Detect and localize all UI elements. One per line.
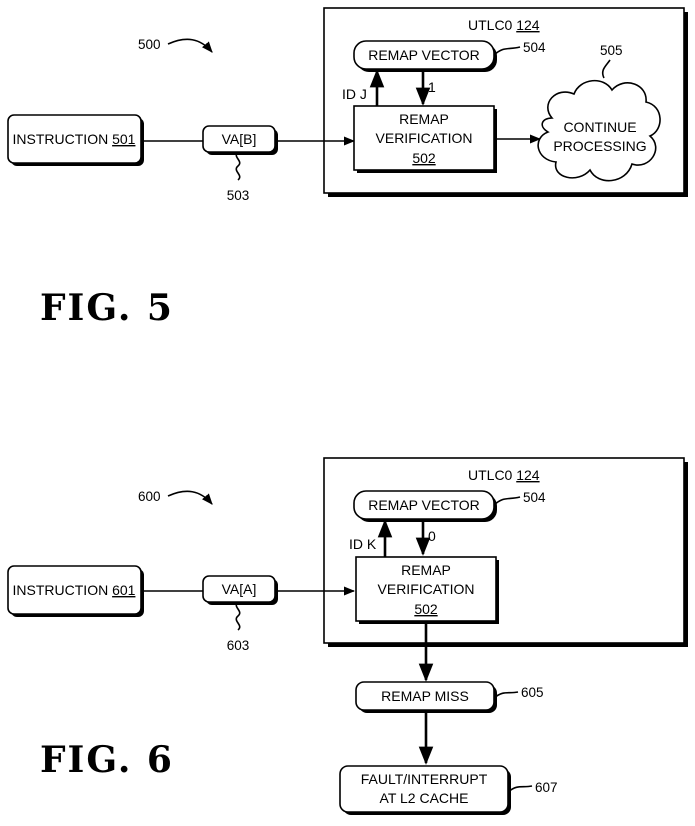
fig6-remap-miss-leader bbox=[493, 691, 519, 699]
fig6-va-ref-leader bbox=[235, 601, 241, 631]
fig5-utlc-label: UTLC0 124 bbox=[468, 17, 540, 33]
fig6-va-ref: 603 bbox=[227, 638, 250, 653]
fig5-instruction-box bbox=[7, 114, 142, 164]
fig6-fault-line1: FAULT/INTERRUPT bbox=[361, 771, 488, 787]
figure-5: 500 UTLC0 124 INSTRUCTION 501 VA[B] 503 … bbox=[7, 7, 688, 329]
fig5-cloud-line2: PROCESSING bbox=[553, 138, 646, 154]
fig5-cloud-shape bbox=[537, 79, 661, 182]
fig6-ref-600-arrow bbox=[167, 490, 213, 505]
fig6-utlc-label: UTLC0 124 bbox=[468, 467, 540, 483]
fig6-return-label: 0 bbox=[428, 528, 436, 544]
fig5-ref-500: 500 bbox=[138, 37, 161, 52]
fig6-verification-num: 502 bbox=[414, 601, 438, 617]
fig6-ref-600: 600 bbox=[138, 489, 161, 504]
fig5-return-label: 1 bbox=[428, 79, 436, 95]
fig5-verification-line1: REMAP bbox=[399, 111, 449, 127]
fig6-verification-line1: REMAP bbox=[401, 562, 451, 578]
fig5-instruction-label: INSTRUCTION 501 bbox=[13, 131, 136, 147]
fig6-fault-box bbox=[339, 765, 509, 813]
fig5-va-ref: 503 bbox=[227, 188, 250, 203]
fig6-instruction-box bbox=[7, 565, 142, 615]
fig5-verification-line2: VERIFICATION bbox=[376, 130, 473, 146]
fig5-ref-500-arrow bbox=[167, 38, 213, 53]
fig5-id-label: ID J bbox=[342, 86, 367, 102]
fig5-cloud-line1: CONTINUE bbox=[563, 119, 636, 135]
fig5-verification-num: 502 bbox=[412, 150, 436, 166]
fig6-verification-line2: VERIFICATION bbox=[378, 581, 475, 597]
fig6-fault-leader bbox=[507, 785, 533, 793]
fig5-va-box bbox=[202, 125, 276, 153]
fig5-verification-box bbox=[353, 105, 495, 171]
fig6-fault-ref: 607 bbox=[535, 780, 558, 795]
fig5-cloud-ref: 505 bbox=[600, 43, 623, 58]
fig6-remap-vector-label: REMAP VECTOR bbox=[368, 497, 480, 513]
fig5-caption: FIG. 5 bbox=[40, 287, 174, 329]
fig6-id-label: ID K bbox=[349, 536, 377, 552]
fig6-instruction-label: INSTRUCTION 601 bbox=[13, 582, 136, 598]
fig6-fault-line2: AT L2 CACHE bbox=[380, 790, 469, 806]
fig6-caption: FIG. 6 bbox=[40, 739, 174, 781]
fig6-va-label: VA[A] bbox=[222, 581, 257, 597]
fig5-va-label: VA[B] bbox=[222, 131, 257, 147]
fig6-verification-box bbox=[355, 556, 497, 622]
fig5-remap-vector-label: REMAP VECTOR bbox=[368, 47, 480, 63]
fig5-remap-vector-ref: 504 bbox=[523, 40, 546, 55]
fig6-remap-miss-ref: 605 bbox=[521, 685, 544, 700]
fig5-remap-vector-leader bbox=[493, 46, 521, 56]
fig6-remap-vector-ref: 504 bbox=[523, 490, 546, 505]
figure-6: 600 UTLC0 124 INSTRUCTION 601 VA[A] 603 … bbox=[7, 457, 688, 815]
fig5-cloud-leader bbox=[601, 59, 611, 79]
fig6-remap-miss-label: REMAP MISS bbox=[381, 688, 469, 704]
fig6-va-box bbox=[202, 575, 276, 603]
fig6-remap-vector-leader bbox=[493, 496, 521, 506]
fig5-va-ref-leader bbox=[235, 151, 241, 181]
